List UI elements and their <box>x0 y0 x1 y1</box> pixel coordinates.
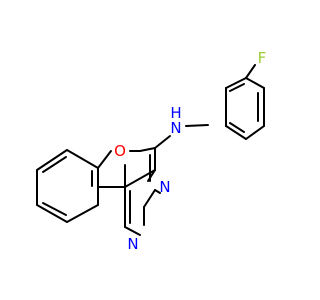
bond <box>66 204 99 223</box>
bond <box>124 226 141 236</box>
bond <box>229 122 245 133</box>
bond <box>42 202 67 216</box>
bond <box>139 147 156 152</box>
fluorine-label: F <box>258 49 267 67</box>
bond <box>229 83 245 92</box>
pyrimidine-n1-label: N <box>127 235 138 253</box>
furan-oxygen-label: O <box>114 142 126 160</box>
pyrimidine-n3-label: N <box>159 178 170 196</box>
bond <box>154 135 171 149</box>
bond <box>225 125 247 140</box>
bond <box>245 77 265 89</box>
amine-hydrogen-label: H <box>170 104 181 122</box>
bond <box>66 149 99 169</box>
bonds <box>36 64 265 236</box>
bond <box>143 189 156 208</box>
bond <box>42 156 67 173</box>
molecule-structure-diagram: F N H O N N <box>36 49 266 253</box>
bond <box>225 77 247 89</box>
bond <box>245 125 265 140</box>
bond <box>97 150 112 169</box>
atom-labels: F N H O N N <box>114 49 266 253</box>
bond <box>36 149 68 171</box>
bond <box>185 124 209 127</box>
amine-nitrogen-label: N <box>170 119 181 137</box>
bond <box>36 204 68 223</box>
bond <box>245 64 256 79</box>
